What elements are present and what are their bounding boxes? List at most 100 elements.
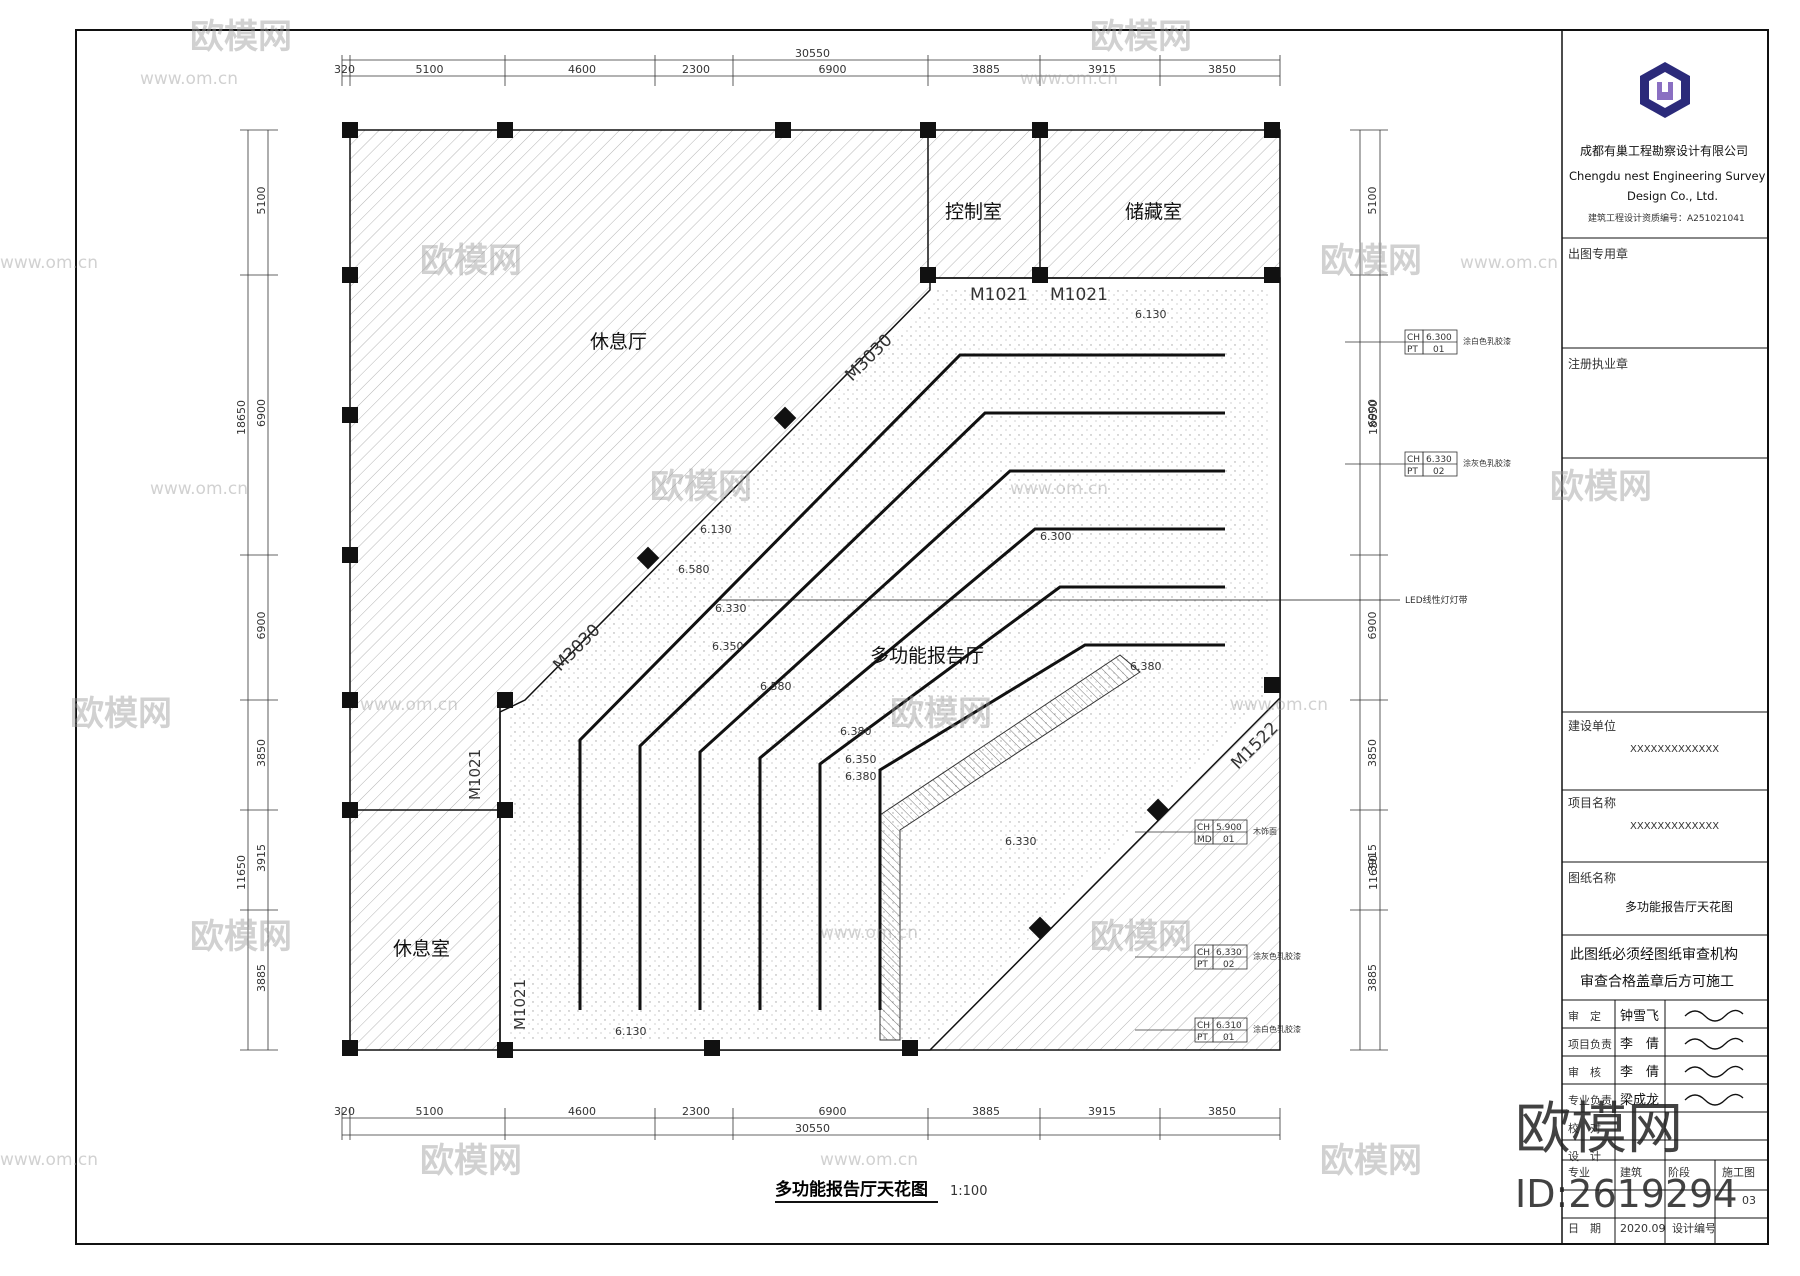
ceiling-level: 6.580 [760,680,792,693]
column [1032,267,1048,283]
dimension-label: 5100 [1366,187,1379,215]
column [920,122,936,138]
tag-code: CH [1197,1021,1210,1031]
door-tag: M1021 [970,285,1028,305]
tag-code: PT [1407,467,1418,477]
signature [1684,1065,1744,1078]
watermark-big-brand: 欧模网 [1515,1097,1683,1162]
dimension-label: 3850 [1208,63,1236,76]
dimension-total: 30550 [795,1122,830,1135]
company-name-en-2: Design Co., Ltd. [1627,189,1718,203]
column [342,407,358,423]
role-label: 审 核 [1568,1065,1601,1079]
tag-code: MD [1197,835,1212,845]
drawing-scale: 1:100 [950,1184,987,1199]
watermark-url: www.om.cn [1230,695,1328,715]
ceiling-step-band [818,585,1225,1010]
ceiling-step-band [638,411,1225,1010]
drawing-title: 多功能报告厅天花图 [775,1179,928,1200]
dimension-total: 30550 [795,47,830,60]
project-label: 项目名称 [1568,795,1616,810]
tag-code: PT [1197,960,1208,970]
bottom-row-value: 建筑 [1620,1165,1642,1179]
role-label: 专业负责 [1568,1093,1612,1107]
watermark-brand: 欧模网 [420,241,522,281]
tag-code: PT [1407,345,1418,355]
notice-line-1: 此图纸必须经图纸审查机构 [1570,947,1738,963]
bottom-row-value: 施工图 [1722,1166,1755,1179]
material-tags: CHPT6.30001涂白色乳胶漆CHPT6.33002涂灰色乳胶漆CHMD5.… [1135,329,1511,1043]
dimension-label: 2300 [682,63,710,76]
date-label: 日 期 [1568,1222,1601,1235]
tag-note: 涂白色乳胶漆 [1463,336,1511,346]
tag-code: CH [1197,948,1210,958]
column [920,267,936,283]
role-name: 梁成龙 [1620,1093,1659,1108]
door-tag: M1021 [511,979,529,1030]
ceiling-level: 6.350 [845,753,877,766]
role-name: 钟雪飞 [1620,1008,1659,1024]
watermark-url: www.om.cn [1010,479,1108,499]
dimension-label: 3885 [972,1105,1000,1118]
watermark-brand: 欧模网 [1550,467,1652,507]
watermark-brand: 欧模网 [190,917,292,957]
column [704,1040,720,1056]
ceiling-level: 6.130 [700,523,732,536]
registered-label: 注册执业章 [1568,356,1628,371]
watermark-url: www.om.cn [0,253,98,273]
column [342,547,358,563]
door-tag: M1021 [466,749,484,800]
column [775,122,791,138]
ceiling-level: 6.350 [712,640,744,653]
watermark-url: www.om.cn [820,923,918,943]
tag-number: 02 [1223,960,1234,970]
dimension-label: 3885 [1366,964,1379,992]
dimension-label: 5100 [416,63,444,76]
ceiling-level: 6.380 [840,725,872,738]
watermark-brand: 欧模网 [70,694,172,734]
tag-note: 涂灰色乳胶漆 [1253,951,1301,961]
tag-number: 6.310 [1216,1021,1242,1031]
column [497,802,513,818]
tag-code: CH [1407,455,1420,465]
structural-columns [342,122,1280,1058]
dimension-label: 3915 [1088,63,1116,76]
tag-note: 木饰面 [1253,826,1277,836]
room-label-lounge-room: 休息室 [393,938,450,960]
signature [1684,1009,1744,1022]
sheet-number: 03 [1742,1194,1756,1207]
column [1264,267,1280,283]
watermark-url: www.om.cn [0,1150,98,1170]
column [1264,677,1280,693]
role-label: 项目负责 [1568,1037,1612,1051]
bottom-row-label: 专业 [1568,1165,1590,1179]
dimension-total: 18650 [235,400,248,435]
license-number: 建筑工程设计资质编号：A251021041 [1588,212,1745,224]
ceiling-level: 6.330 [1005,835,1037,848]
column [497,1042,513,1058]
dimension-label: 3885 [255,964,268,992]
room-label-auditorium: 多功能报告厅 [870,645,984,667]
watermark-brand: 欧模网 [1090,917,1192,957]
ceiling-level: 6.300 [1040,530,1072,543]
dimension-label: 6900 [1366,612,1379,640]
tag-code: CH [1197,823,1210,833]
role-label: 校 对 [1568,1121,1601,1135]
dimension-label: 5100 [255,187,268,215]
company-name-en-1: Chengdu nest Engineering Survey [1569,169,1766,183]
column [1264,122,1280,138]
signature [1684,1037,1744,1050]
tag-number: 02 [1433,467,1444,477]
company-logo [1640,62,1690,118]
room-label-storage: 储藏室 [1125,201,1182,223]
design-no-label: 设计编号 [1672,1221,1716,1235]
role-label: 设 计 [1568,1150,1601,1163]
tag-number: 6.330 [1216,948,1242,958]
ceiling-step-band [878,643,1225,1010]
stamp-label: 出图专用章 [1568,246,1628,261]
dimension-label: 6900 [255,612,268,640]
approval-roles: 审 定钟雪飞项目负责李 倩审 核李 倩专业负责梁成龙校 对设 计 [1568,1008,1744,1163]
tag-number: 5.900 [1216,823,1242,833]
